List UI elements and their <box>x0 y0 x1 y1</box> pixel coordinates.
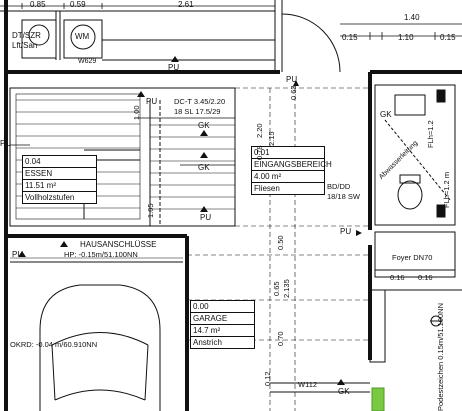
dim-vertical-11: 1.00 <box>132 105 141 120</box>
dim-vertical-2: 2.20 <box>255 123 264 138</box>
room-name: GARAGE <box>191 313 254 325</box>
dim-top-7: 0.15 <box>440 33 456 42</box>
handrail-lines <box>10 117 235 166</box>
laundry-room <box>0 0 283 72</box>
dim-top-6: 1.10 <box>398 33 414 42</box>
room-area: 4.00 m² <box>252 171 324 183</box>
hausanschluss-note: HP: -0.15m/51.100NN <box>64 250 138 259</box>
gk-label-bottom: GK <box>338 387 350 396</box>
exterior-walls <box>4 0 462 411</box>
pu-label-3: PU <box>0 139 12 148</box>
right-dim-1: 0.16 <box>390 273 405 282</box>
bd-dd-line1: BD/DD <box>327 182 351 191</box>
dim-top-5: 0.15 <box>342 33 358 42</box>
laundry-label-dt: DT/SZR <box>12 31 41 40</box>
dim-top-3: 2.61 <box>178 0 194 9</box>
room-label-eingang: 0.01 EINGANGSBEREICH 4.00 m² Fliesen <box>251 146 332 195</box>
room-floor: Fliesen <box>254 184 280 193</box>
dim-vertical-6: 0.50 <box>276 235 285 250</box>
window-label-bottom: W112 <box>298 380 318 389</box>
dim-vertical-7: 0.65 <box>272 281 281 296</box>
window-label-top: W629 <box>78 58 97 65</box>
dim-vertical-1: 0.63 <box>289 85 298 100</box>
room-number: 0.04 <box>23 156 96 168</box>
hausanschluss-title: HAUSANSCHLÜSSE <box>80 240 157 249</box>
garage-door <box>270 382 370 393</box>
dim-vertical-8: 2.135 <box>282 279 291 298</box>
room-name: EINGANGSBEREICH <box>252 160 332 171</box>
pu-label-hausanschluss: PU <box>12 250 24 259</box>
bd-dd-line2: 18/18 SW <box>327 192 360 201</box>
flh-label-2: FLh=1.2 m <box>442 171 451 208</box>
dim-vertical-3: 2.15 <box>267 131 276 146</box>
room-name: ESSEN <box>23 168 96 180</box>
pu-label-4: PU <box>200 213 212 222</box>
stair-treads <box>16 99 235 210</box>
stair-spec-line2: 18 SL 17.5/29 <box>174 107 221 116</box>
gk-label-bath: GK <box>380 110 392 119</box>
pu-label-1: PU <box>168 63 180 72</box>
room-area: 14.7 m² <box>191 325 254 337</box>
room-number: 0.00 <box>191 301 254 313</box>
pu-label-6: PU <box>340 227 352 236</box>
room-number: 0.01 <box>252 147 324 159</box>
okrd-label: OKRD: -0.04 m/60.910NN <box>10 340 98 349</box>
utility-panel <box>10 257 183 263</box>
room-area: 11.51 m² <box>23 180 96 192</box>
dim-top-2: 0.59 <box>70 0 86 9</box>
dim-top-1: 0.85 <box>30 0 46 9</box>
room-floor: Vollholzstufen <box>25 193 75 202</box>
top-dimension-line <box>0 3 462 40</box>
dim-vertical-4: 0.78 <box>255 145 264 160</box>
podest-vertical-label: Podestzeichen 0.15m/51.100NN <box>436 303 445 411</box>
laundry-label-lft: Lft/San <box>12 41 38 50</box>
room-floor: Anstrich <box>193 338 222 347</box>
dim-top-4: 1.40 <box>404 13 420 22</box>
bathroom <box>374 84 456 226</box>
right-dim-2: 0.16 <box>418 273 433 282</box>
room-label-garage: 0.00 GARAGE 14.7 m² Anstrich <box>190 300 255 349</box>
pu-markers <box>18 56 362 385</box>
gk-label-stair-top: GK <box>198 121 210 130</box>
flh-label-1: FLh=1.2 <box>426 120 435 148</box>
washing-machine-label: WM <box>75 32 90 41</box>
room-label-essen: 0.04 ESSEN 11.51 m² Vollholzstufen <box>22 155 97 204</box>
foyer-label: Foyer DN70 <box>392 253 433 262</box>
gk-label-stair-mid: GK <box>198 163 210 172</box>
pu-label-2: PU <box>146 97 158 106</box>
door-swing-arc <box>281 13 341 73</box>
dim-vertical-10: 0.12 <box>263 371 272 386</box>
green-marker <box>371 387 385 411</box>
stair-spec-line1: DC-T 3.45/2.20 <box>174 97 226 106</box>
pu-label-5: PU <box>286 75 298 84</box>
dim-vertical-5: 1.05 <box>146 203 155 218</box>
car-outline <box>39 284 161 411</box>
dim-vertical-9: 0.70 <box>276 331 285 346</box>
right-lower-room <box>369 231 462 363</box>
dashed-guide-lines <box>187 87 370 411</box>
